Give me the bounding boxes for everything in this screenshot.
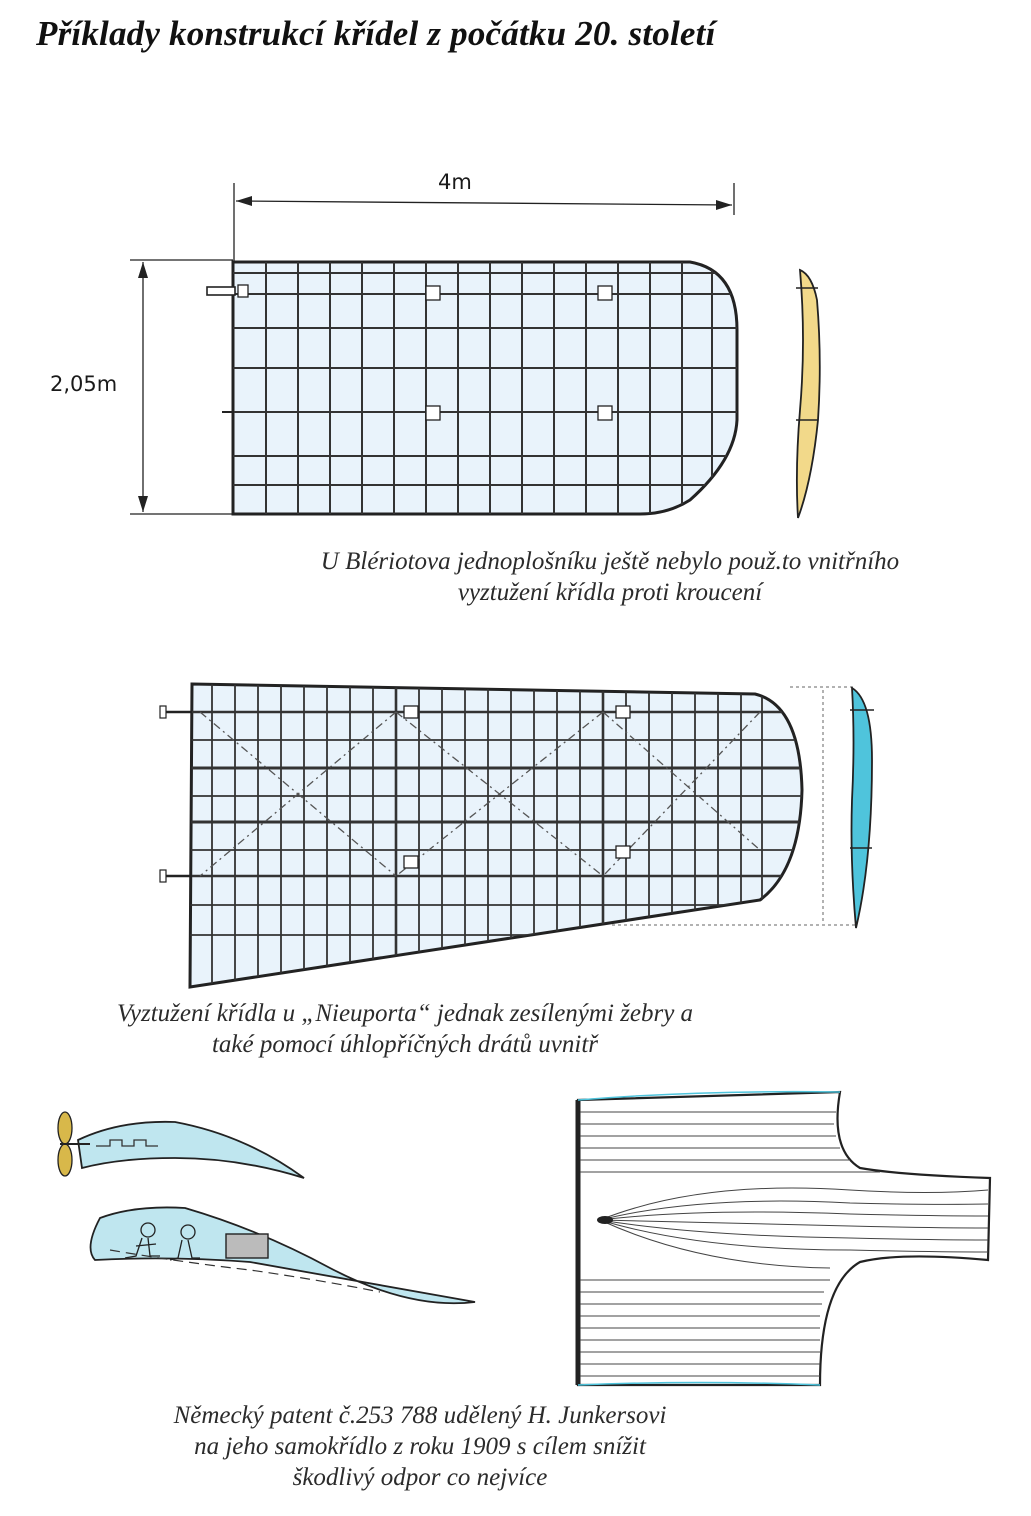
nieuport-caption-line1: Vyztužení křídla u „Nieuporta“ jednak ze… xyxy=(116,1000,694,1027)
page-title: Příklady konstrukcí křídel z počátku 20.… xyxy=(36,14,716,53)
engine-box xyxy=(225,1233,269,1259)
nieuport-caption: Vyztužení křídla u „Nieuporta“ jednak ze… xyxy=(0,998,810,1060)
junkers-large-profile xyxy=(89,1206,476,1305)
bleriot-caption: U Blériotova jednoplošníku ještě nebylo … xyxy=(210,546,1010,608)
bleriot-wing-figure xyxy=(130,183,821,519)
nieuport-wing-figure xyxy=(159,682,874,989)
junkers-planform-outline xyxy=(576,1090,992,1387)
bleriot-rib-grid xyxy=(233,262,737,514)
nieuport-diagonal-wires xyxy=(199,711,761,877)
junkers-planform-shading xyxy=(580,1111,989,1377)
junkers-caption: Německý patent č.253 788 udělený H. Junk… xyxy=(60,1400,780,1493)
bleriot-rib-profile xyxy=(795,268,821,519)
chord-dimension-label: 2,05m xyxy=(50,372,118,396)
bleriot-wing-outline xyxy=(231,260,739,516)
span-dimension-label: 4m xyxy=(438,170,472,194)
junkers-caption-line1: Německý patent č.253 788 udělený H. Junk… xyxy=(173,1402,667,1429)
junkers-caption-line2: na jeho samokřídlo z roku 1909 s cílem s… xyxy=(194,1433,646,1460)
junkers-small-profile xyxy=(77,1120,305,1179)
junkers-caption-line3: škodlivý odpor co nejvíce xyxy=(292,1464,548,1491)
nieuport-caption-line2: také pomocí úhlopříčných drátů uvnitř xyxy=(211,1031,599,1058)
pilot-figure xyxy=(124,1222,200,1261)
bleriot-caption-line2: vyztužení křídla proti kroucení xyxy=(457,579,763,606)
junkers-profiles-figure xyxy=(57,1090,992,1387)
nieuport-rib-profile xyxy=(850,686,873,929)
bleriot-caption-line1: U Blériotova jednoplošníku ještě nebylo … xyxy=(320,548,900,575)
propeller-icon xyxy=(57,1111,90,1177)
